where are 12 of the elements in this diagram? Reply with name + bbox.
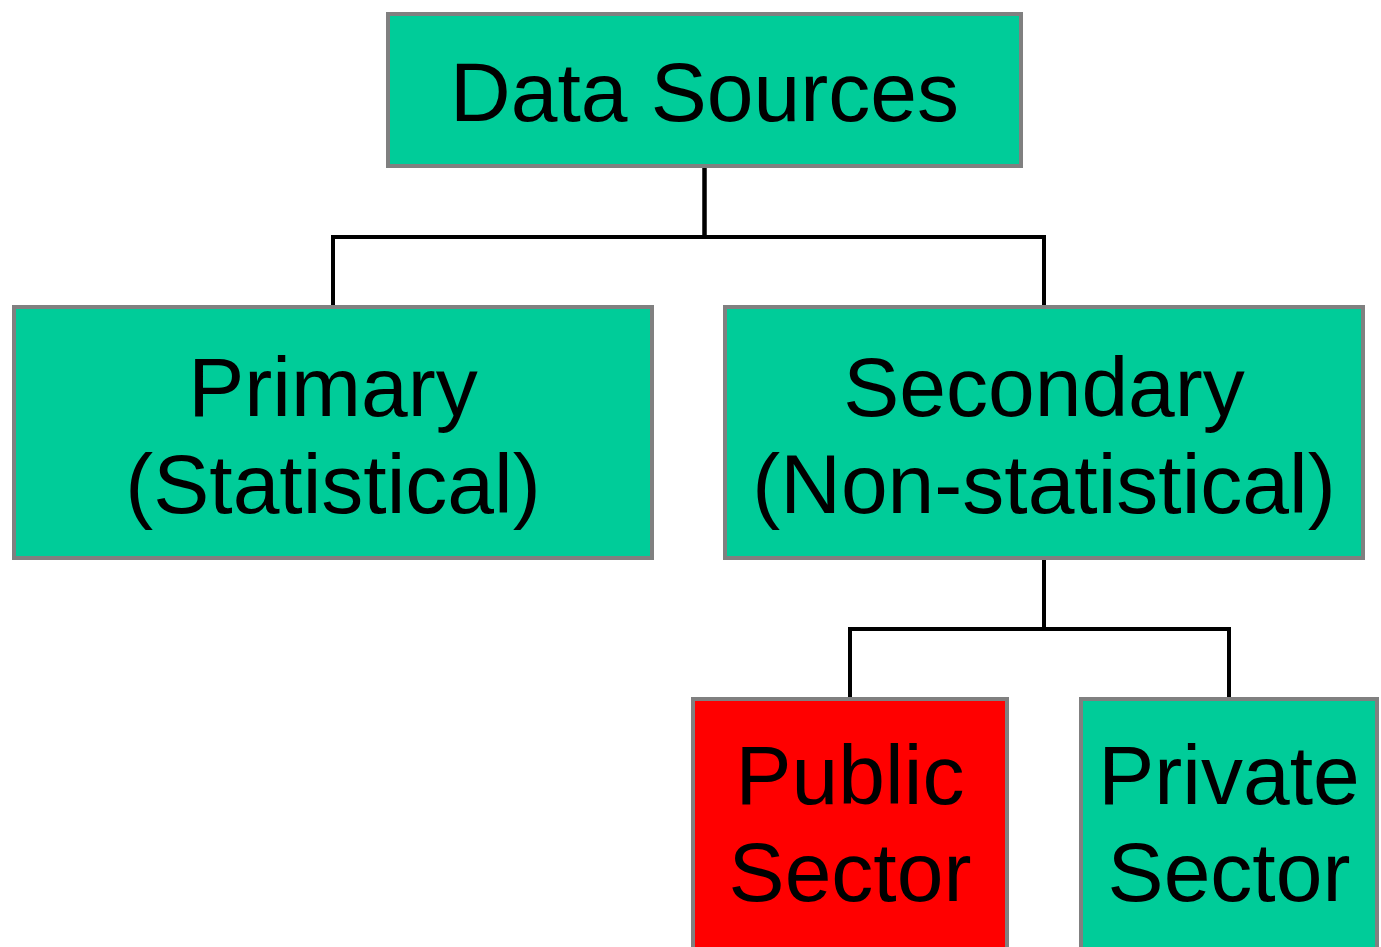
box-label: Secondary (Non-statistical) bbox=[751, 339, 1337, 533]
connector-line bbox=[1042, 560, 1231, 697]
box-label: Primary (Statistical) bbox=[124, 339, 542, 533]
category-box bbox=[1079, 697, 1379, 947]
category-box bbox=[723, 305, 1365, 560]
category-box bbox=[691, 697, 1009, 947]
category-box bbox=[12, 305, 654, 560]
connector-line bbox=[702, 168, 1046, 305]
box-label: Data Sources bbox=[450, 44, 959, 141]
box-label: Public Sector bbox=[727, 727, 973, 921]
category-box bbox=[386, 12, 1023, 168]
box-label: Private Sector bbox=[1097, 727, 1361, 921]
